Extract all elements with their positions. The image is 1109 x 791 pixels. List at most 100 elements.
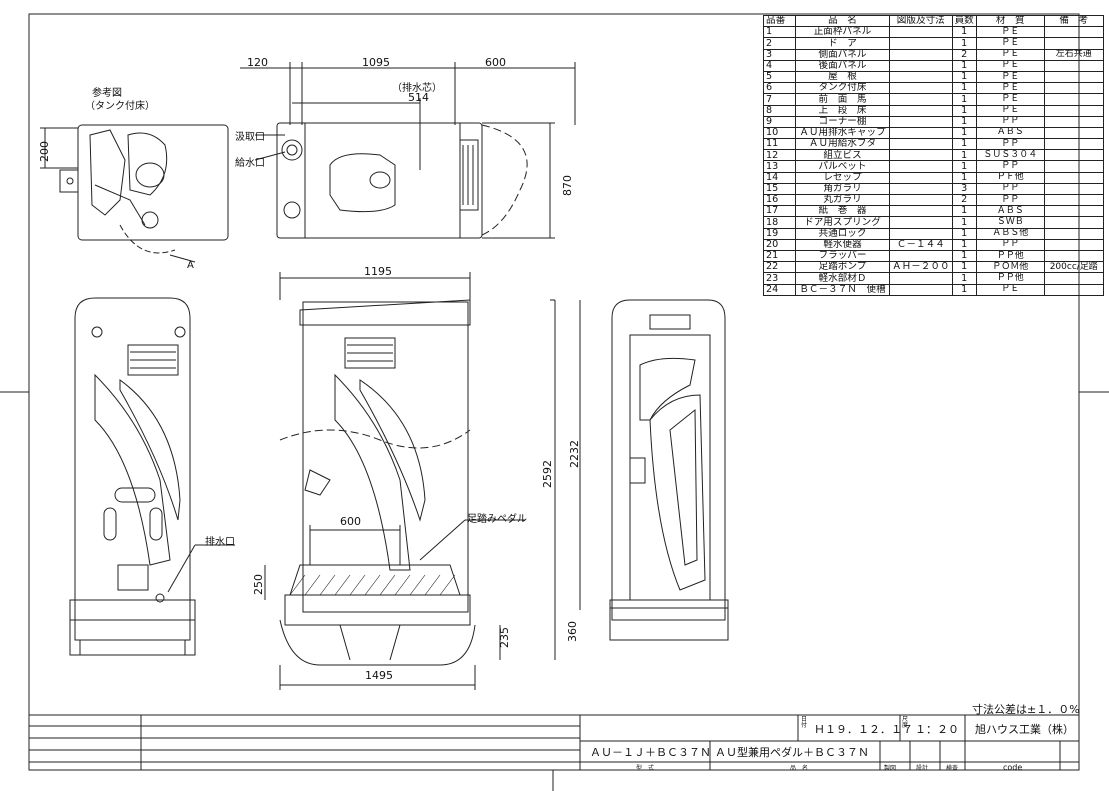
part-qty: 1 <box>951 171 977 184</box>
part-name: フラッパー <box>795 249 890 263</box>
part-qty: 1 <box>951 249 977 263</box>
part-no: 18 <box>763 216 796 229</box>
part-no: 10 <box>763 126 796 140</box>
part-no: 23 <box>763 272 796 285</box>
section-label: A <box>187 260 194 271</box>
part-material: ＰＰ他 <box>975 249 1045 263</box>
part-note <box>1043 138 1104 151</box>
dim-250: 250 <box>252 574 265 595</box>
part-material: ＰＰ <box>975 238 1045 251</box>
part-no: 20 <box>763 238 796 251</box>
part-name: 後面パネル <box>795 59 890 72</box>
part-note <box>1043 160 1104 173</box>
part-name: 側面パネル <box>795 48 890 61</box>
dim-235: 235 <box>498 627 511 648</box>
part-drawing <box>889 126 953 140</box>
part-name: ＡＵ用排水キャップ <box>795 126 890 140</box>
table-header-row: 品番 品 名 図版及寸法 員数 材 質 備 考 <box>763 14 1104 28</box>
part-note <box>1043 26 1104 39</box>
rear-elevation <box>69 297 235 656</box>
part-material: ＰＰ <box>975 160 1045 173</box>
part-drawing <box>889 37 953 50</box>
part-name: 軽水部材Ｄ <box>795 272 890 285</box>
part-qty: 2 <box>951 193 977 207</box>
ref-title: 参考図 <box>92 88 122 99</box>
part-qty: 1 <box>951 205 977 218</box>
draw-header: 製図 <box>884 765 897 772</box>
part-drawing <box>889 160 953 173</box>
part-qty: 1 <box>951 283 977 296</box>
part-name: 組立ビス <box>795 149 890 162</box>
part-material: ＰＥ <box>975 93 1045 106</box>
part-no: 8 <box>763 104 796 117</box>
drain-label: 排水口 <box>205 537 235 548</box>
part-no: 7 <box>763 93 796 106</box>
part-no: 12 <box>763 149 796 162</box>
part-note <box>1043 37 1104 50</box>
part-qty: 1 <box>951 227 977 240</box>
part-drawing <box>889 48 953 61</box>
part-no: 3 <box>763 48 796 61</box>
part-drawing <box>889 138 953 151</box>
header-material: 材 質 <box>975 14 1045 28</box>
part-qty: 2 <box>951 48 977 61</box>
part-drawing <box>889 70 953 84</box>
part-note: 200cc/足踏 <box>1043 261 1104 274</box>
part-material: ＰＥ <box>975 283 1045 296</box>
part-note <box>1043 238 1104 251</box>
part-name: 軽水便器 <box>795 238 890 251</box>
part-material: ＰＥ <box>975 37 1045 50</box>
part-no: 22 <box>763 261 796 274</box>
part-note <box>1043 205 1104 218</box>
part-material: ＰＥ <box>975 70 1045 84</box>
part-note <box>1043 171 1104 184</box>
part-note <box>1043 149 1104 162</box>
part-drawing <box>889 171 953 184</box>
part-no: 21 <box>763 249 796 263</box>
part-no: 24 <box>763 283 796 296</box>
part-drawing <box>889 249 953 263</box>
part-note <box>1043 126 1104 140</box>
ref-subtitle: （タンク付床） <box>85 101 155 112</box>
part-note <box>1043 93 1104 106</box>
part-qty: 1 <box>951 238 977 251</box>
part-drawing: ＡＨ－２００ <box>889 261 953 274</box>
dim-200: 200 <box>38 141 51 162</box>
part-name: 正面枠パネル <box>795 26 890 39</box>
header-drawing: 図版及寸法 <box>889 14 953 28</box>
part-material: ＰＥ <box>975 82 1045 95</box>
product-name: ＡＵ型兼用ペダル＋ＢＣ３７Ｎ <box>715 746 869 759</box>
part-material: ＰＰ <box>975 193 1045 207</box>
header-no: 品番 <box>763 14 796 28</box>
part-no: 9 <box>763 115 796 128</box>
part-name: ＢＣ－３７Ｎ 便槽 <box>795 283 890 296</box>
supply-label: 給水口 <box>235 158 265 169</box>
dim-1495: 1495 <box>365 669 393 682</box>
part-no: 14 <box>763 171 796 184</box>
part-qty: 1 <box>951 138 977 151</box>
part-material: ＰＰ他 <box>975 272 1045 285</box>
company-name: 旭ハウス工業（株） <box>975 723 1074 736</box>
part-note <box>1043 82 1104 95</box>
part-no: 19 <box>763 227 796 240</box>
part-note <box>1043 59 1104 72</box>
intake-label: 汲取口 <box>235 132 265 143</box>
date-label: 日付 <box>801 716 808 729</box>
dim-1195: 1195 <box>364 265 392 278</box>
part-material: ＳＷＢ <box>975 216 1045 229</box>
part-qty: 3 <box>951 182 977 196</box>
